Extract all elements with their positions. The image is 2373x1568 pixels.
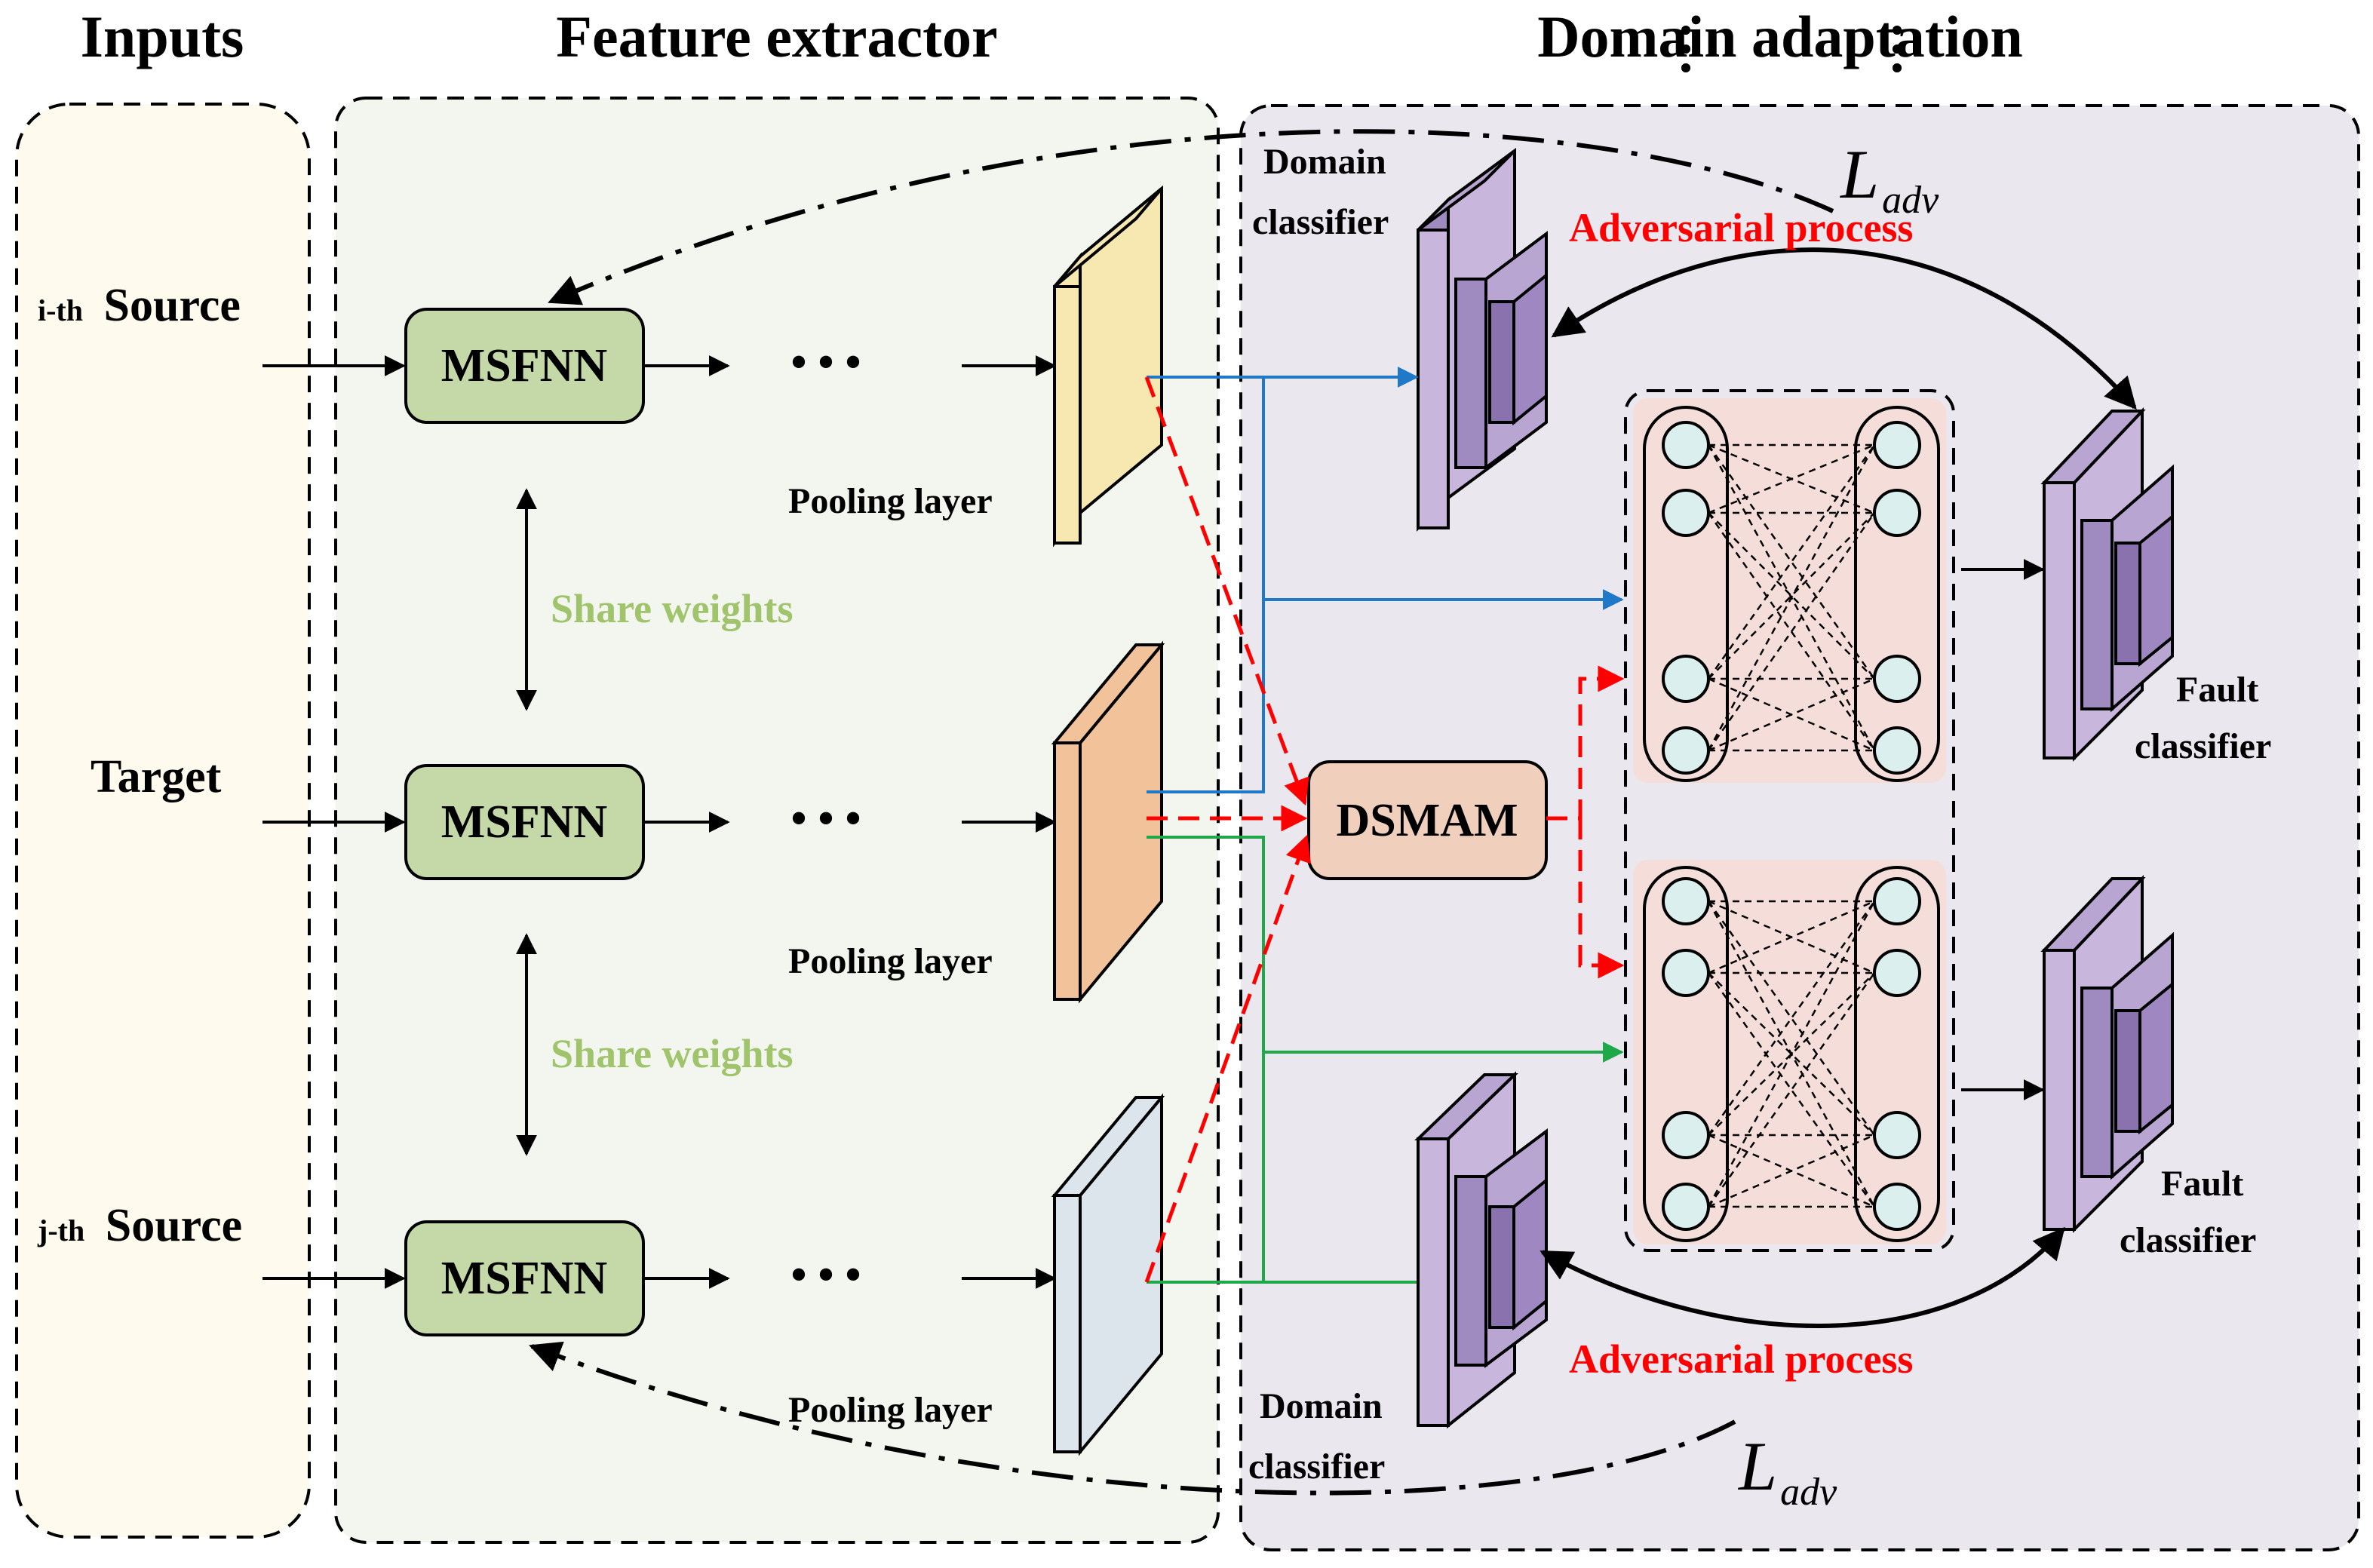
msfnn-box-bottom: MSFNN: [404, 1220, 645, 1336]
red-path-top: [1144, 376, 1309, 806]
neuron: [1662, 655, 1710, 703]
red-path-bottom: [1144, 834, 1311, 1283]
ellipsis-dot: [1893, 44, 1902, 54]
pooling-layer-bottom: [1051, 1093, 1165, 1456]
loss-arc-bottom: [529, 1341, 1736, 1496]
loss-arc-top: [548, 129, 1834, 305]
blue-path-middle: [1147, 600, 1265, 793]
network-connection: [1707, 901, 1876, 1207]
ellipsis-dot: [1893, 26, 1902, 35]
adversarial-label-top: Adversarial process: [1569, 205, 1913, 250]
fault-classifier-label-top: Fault classifier: [2135, 670, 2271, 766]
network-connection: [1708, 972, 1875, 1136]
neuron: [1873, 421, 1921, 469]
neuron: [1662, 949, 1710, 997]
network-connection: [1707, 512, 1876, 751]
adversarial-arc-bottom: [1540, 1226, 2065, 1328]
pooling-label-top: Pooling layer: [788, 481, 993, 521]
network-connections-bottom: [1662, 26, 1921, 1231]
fault-classifier-label-bottom: Fault classifier: [2120, 1164, 2256, 1260]
network-connection: [1708, 900, 1875, 974]
svg-text:DSMAM: DSMAM: [1336, 795, 1518, 846]
domain-classifier-bottom: [1414, 1071, 1548, 1429]
source-i-label: i-th Source: [38, 280, 241, 331]
red-path-dsmam-top: [1546, 665, 1625, 821]
svg-text:MSFNN: MSFNN: [441, 1253, 607, 1304]
feature-extractor-title: Feature extractor: [556, 4, 997, 69]
ellipsis-dot: [1681, 63, 1690, 72]
neuron: [1873, 655, 1921, 703]
pooling-label-middle: Pooling layer: [788, 941, 993, 981]
network-connection: [1708, 512, 1875, 680]
network-block-bottom: [1633, 26, 1946, 1244]
target-label: Target: [91, 751, 222, 802]
ellipsis-bottom: • • •: [790, 1250, 861, 1300]
neuron: [1662, 726, 1710, 775]
domain-classifier-label-top: Domain classifier: [1252, 142, 1395, 242]
red-path-dsmam-bottom: [1578, 818, 1625, 979]
ellipsis-dot: [1681, 26, 1690, 35]
network-connection: [1708, 972, 1875, 1136]
neuron: [1873, 949, 1921, 997]
network-connection: [1708, 677, 1875, 752]
neuron: [1662, 1111, 1710, 1159]
msfnn-box-top: MSFNN: [404, 308, 645, 424]
neuron: [1873, 1183, 1921, 1231]
network-connection: [1708, 443, 1875, 514]
network-connection: [1708, 512, 1875, 680]
source-j-label: j-th Source: [37, 1200, 242, 1251]
network-module-frame: [1624, 389, 1955, 1252]
ellipsis-dot: [1893, 63, 1902, 72]
neuron: [1662, 877, 1710, 925]
neuron: [1662, 421, 1710, 469]
msfnn-box-middle: MSFNN: [404, 764, 645, 880]
adversarial-arc-top: [1551, 247, 2137, 410]
neuron: [1873, 1111, 1921, 1159]
ellipsis-middle: • • •: [790, 793, 861, 843]
neuron: [1873, 489, 1921, 537]
network-connection: [1708, 1134, 1875, 1208]
network-connection: [1707, 444, 1876, 751]
green-path-network-bottom: [1147, 836, 1624, 1063]
dsmam-box: DSMAM: [1307, 760, 1548, 880]
pooling-label-bottom: Pooling layer: [788, 1390, 993, 1430]
share-weights-label-top: Share weights: [551, 586, 794, 631]
pooling-layer-middle: [1051, 640, 1165, 1004]
loss-label-top: L adv: [1839, 136, 1939, 222]
neuron: [1873, 726, 1921, 775]
domain-adaptation-title: Domain adaptation: [1537, 4, 2023, 69]
share-weights-label-bottom: Share weights: [551, 1031, 794, 1076]
adversarial-label-bottom: Adversarial process: [1569, 1336, 1913, 1382]
inputs-title: Inputs: [81, 4, 244, 69]
svg-text:MSFNN: MSFNN: [441, 796, 607, 848]
domain-classifier-top: [1417, 148, 1548, 532]
fault-classifier-bottom: [2040, 874, 2174, 1233]
neuron: [1662, 1183, 1710, 1231]
fault-classifier-top: [2040, 407, 2174, 762]
neuron: [1662, 489, 1710, 537]
neuron: [1873, 877, 1921, 925]
loss-label-bottom: L adv: [1737, 1428, 1837, 1514]
pooling-layer-top: [1053, 185, 1163, 548]
svg-text:MSFNN: MSFNN: [441, 340, 607, 391]
ellipsis-dot: [1681, 44, 1690, 54]
domain-classifier-label-bottom: Domain classifier: [1248, 1386, 1392, 1487]
ellipsis-top: • • •: [790, 337, 861, 387]
